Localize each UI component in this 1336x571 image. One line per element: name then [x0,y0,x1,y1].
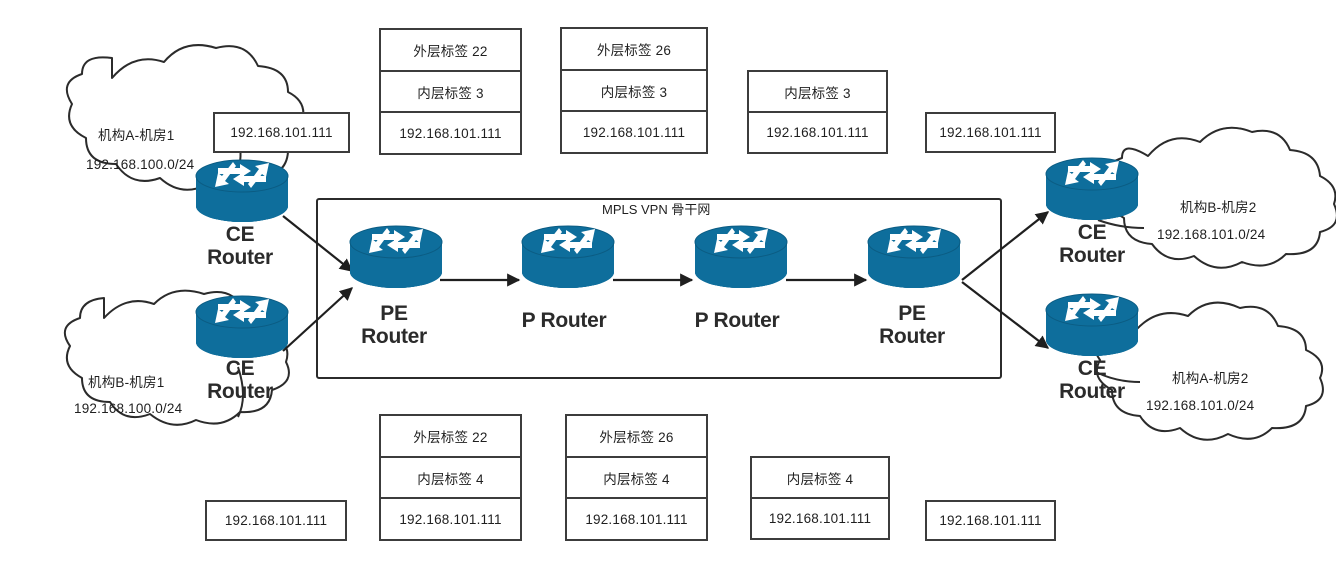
pe-router-right-line1: PE [898,302,926,325]
link-pe-to-ce-tr [961,211,1050,281]
ce-router-bottom-left-icon [195,295,289,359]
p-router-right-caption: P Router [694,309,780,332]
cloud-link-bottom-right-2 [1095,371,1141,383]
cloud-bottom-left-org: 机构B-机房1 [88,375,165,390]
packet-bottom-2-cell-2: 内层标签 4 [381,458,520,500]
packet-bottom-3: 外层标签 26 内层标签 4 192.168.101.111 [565,414,708,541]
pe-router-left-line2: Router [361,324,427,348]
backbone-title: MPLS VPN 骨干网 [602,202,711,217]
packet-bottom-4-cell-1: 内层标签 4 [752,458,888,499]
ce-router-top-left-line2: Router [207,245,273,269]
p-router-right-icon [694,225,788,289]
packet-bottom-3-cell-1: 外层标签 26 [567,416,706,458]
ce-router-top-left-line1: CE [225,223,255,246]
packet-top-3-cell-1: 外层标签 26 [562,29,706,71]
cloud-top-right-subnet: 192.168.101.0/24 [1157,227,1266,242]
cloud-bottom-right-subnet: 192.168.101.0/24 [1146,398,1255,413]
pe-router-left-line1: PE [380,302,408,325]
packet-bottom-1: 192.168.101.111 [205,500,347,541]
ce-router-bottom-right-icon [1045,293,1139,357]
ce-router-bottom-left-line2: Router [207,379,273,403]
cloud-link-bottom-left-2 [237,366,244,418]
pe-router-right-icon [867,225,961,289]
cloud-shape-bottom-right [1093,301,1324,441]
pe-router-left-caption: PE Router [340,302,448,348]
packet-top-2: 外层标签 22 内层标签 3 192.168.101.111 [379,28,522,155]
cloud-bottom-right-org: 机构A-机房2 [1172,371,1249,386]
packet-top-3: 外层标签 26 内层标签 3 192.168.101.111 [560,27,708,154]
packet-top-1-cell-1: 192.168.101.111 [230,125,333,140]
packet-top-4: 内层标签 3 192.168.101.111 [747,70,888,154]
link-ce-bl-to-pe [282,287,353,352]
ce-router-top-right-line1: CE [1077,221,1107,244]
ce-router-top-left-icon [195,159,289,223]
p-router-left-icon [521,225,615,289]
cloud-bottom-left-subnet: 192.168.100.0/24 [74,401,183,416]
packet-bottom-2-cell-3: 192.168.101.111 [399,511,502,527]
packet-top-3-cell-2: 内层标签 3 [562,71,706,113]
ce-router-bottom-right-line1: CE [1077,357,1107,380]
packet-top-3-cell-3: 192.168.101.111 [582,124,686,140]
packet-top-5-cell-1: 192.168.101.111 [939,125,1042,140]
packet-top-2-cell-3: 192.168.101.111 [399,125,502,141]
ce-router-bottom-right-line2: Router [1059,379,1125,403]
packet-bottom-4-cell-2: 192.168.101.111 [768,511,872,526]
ce-router-bottom-left-line1: CE [225,357,255,380]
packet-bottom-4: 内层标签 4 192.168.101.111 [750,456,890,540]
packet-bottom-2-cell-1: 外层标签 22 [381,416,520,458]
backbone-frame [316,198,1002,379]
packet-bottom-3-cell-3: 192.168.101.111 [585,511,688,527]
ce-router-bottom-left-caption: CE Router [188,357,292,403]
packet-top-5: 192.168.101.111 [925,112,1056,153]
ce-router-top-left-caption: CE Router [188,223,292,269]
cloud-top-left-org: 机构A-机房1 [98,128,175,143]
packet-bottom-2: 外层标签 22 内层标签 4 192.168.101.111 [379,414,522,541]
packet-top-2-cell-2: 内层标签 3 [381,72,520,114]
pe-router-left-icon [349,225,443,289]
ce-router-top-right-icon [1045,157,1139,221]
ce-router-top-right-caption: CE Router [1040,221,1144,267]
packet-bottom-5-cell-1: 192.168.101.111 [939,513,1042,528]
ce-router-bottom-right-caption: CE Router [1040,357,1144,403]
packet-bottom-1-cell-1: 192.168.101.111 [224,513,328,528]
packet-bottom-5: 192.168.101.111 [925,500,1056,541]
pe-router-right-line2: Router [879,324,945,348]
packet-top-2-cell-1: 外层标签 22 [381,30,520,72]
cloud-top-right-org: 机构B-机房2 [1180,200,1257,215]
ce-router-top-right-line2: Router [1059,243,1125,267]
pe-router-right-caption: PE Router [858,302,966,348]
packet-top-4-cell-1: 内层标签 3 [749,72,886,113]
p-router-left-caption: P Router [521,309,607,332]
link-ce-tl-to-pe [282,215,354,272]
packet-top-1: 192.168.101.111 [213,112,350,153]
cloud-link-top-right-2 [1097,219,1145,229]
link-pe-to-ce-br [961,281,1050,349]
packet-top-4-cell-2: 192.168.101.111 [766,125,869,140]
packet-bottom-3-cell-2: 内层标签 4 [567,458,706,500]
cloud-top-left-subnet: 192.168.100.0/24 [86,157,195,172]
